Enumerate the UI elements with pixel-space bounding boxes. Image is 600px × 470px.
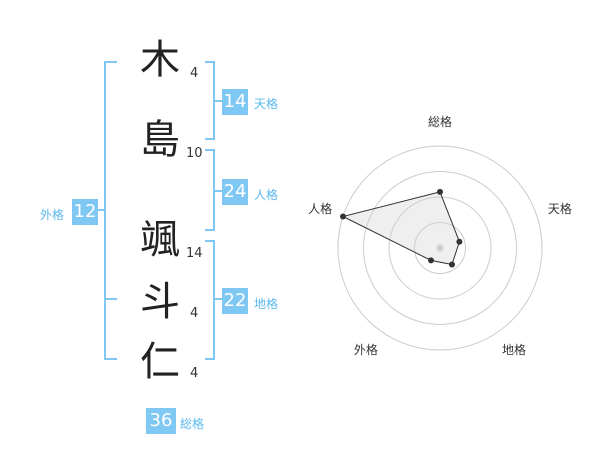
radar-axis-label-4: 外格 — [354, 342, 378, 357]
soukaku-label: 総格 — [180, 417, 205, 431]
name-char-4: 斗 — [140, 279, 180, 325]
name-char-1: 木 — [140, 37, 180, 83]
radar-ring-3 — [363, 171, 517, 325]
name-char-3: 颯 — [140, 217, 180, 263]
radar-value-polygon — [341, 191, 460, 266]
bracket-lines — [94, 61, 222, 360]
chikaku-value: 22 — [222, 288, 248, 314]
stroke-count-1: 4 — [190, 66, 199, 81]
stroke-count-4: 4 — [190, 306, 199, 321]
radar-ring-2 — [388, 196, 492, 300]
radar-center — [436, 244, 444, 252]
radar-ring-1 — [414, 222, 466, 274]
name-char-5: 仁 — [140, 339, 180, 385]
tenkaku-bracket — [205, 61, 222, 140]
radar-axis-label-1: 総格 — [428, 114, 452, 129]
tenkaku-value: 14 — [222, 89, 248, 115]
radar-point-2 — [456, 238, 463, 245]
gaikaku-label: 外格 — [40, 208, 65, 222]
radar-ring-4 — [337, 145, 543, 351]
radar-point-5 — [339, 213, 346, 220]
jinkaku-label: 人格 — [254, 188, 279, 202]
jinkaku-value: 24 — [222, 179, 248, 205]
stroke-count-3: 14 — [186, 246, 203, 261]
chikaku-label: 地格 — [254, 297, 279, 311]
soukaku-value: 36 — [146, 408, 176, 434]
name-char-2: 島 — [140, 117, 180, 163]
stroke-count-2: 10 — [186, 146, 203, 161]
jinkaku-bracket — [205, 149, 222, 231]
radar-point-4 — [428, 257, 435, 264]
radar-point-1 — [437, 188, 443, 195]
radar-axis-label-5: 人格 — [308, 201, 332, 216]
radar-axis-label-3: 地格 — [502, 342, 526, 357]
gaikaku-value: 12 — [72, 199, 98, 225]
stroke-count-5: 4 — [190, 366, 199, 381]
chikaku-bracket — [205, 240, 222, 360]
radar-axis-label-2: 天格 — [548, 201, 572, 216]
tenkaku-label: 天格 — [254, 97, 279, 111]
radar-point-3 — [448, 261, 455, 268]
